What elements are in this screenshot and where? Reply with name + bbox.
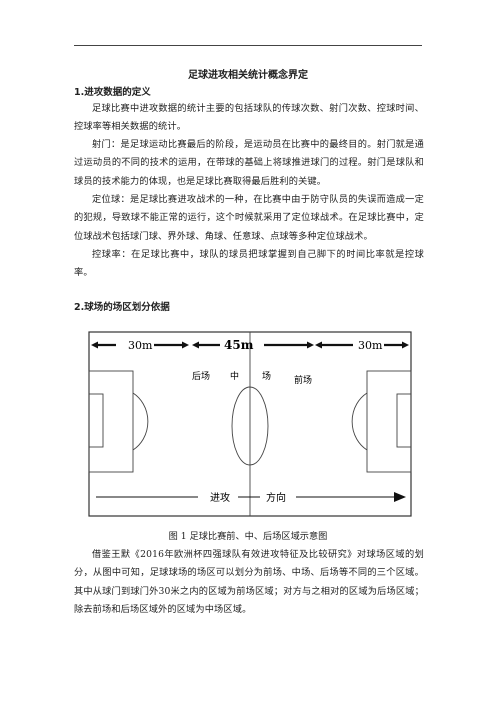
section-heading-2: 2.球场的场区划分依据 bbox=[74, 302, 170, 313]
paragraph-possession: 控球率：在足球比赛中，球队的球员把球掌握到自己脚下的时间比率就是控球率。 bbox=[74, 249, 424, 279]
paragraph-attack-data: 足球比赛中进攻数据的统计主要的包括球队的传球次数、射门次数、控球时间、控球率等相… bbox=[74, 103, 424, 133]
label-left-distance: 30m bbox=[128, 339, 153, 352]
label-mid-zone-a: 中 bbox=[230, 370, 239, 382]
paragraph-set-piece: 定位球：是足球比赛进攻战术的一种，在比赛中由于防守队员的失误而造成一定的犯规，导… bbox=[74, 194, 424, 242]
label-front-zone: 前场 bbox=[294, 374, 312, 386]
label-attack: 进攻 bbox=[210, 491, 230, 504]
header-rule bbox=[74, 45, 422, 46]
left-arrow-head bbox=[91, 341, 98, 349]
label-mid-distance: 45m bbox=[224, 338, 254, 352]
right-arrow-head bbox=[402, 341, 409, 349]
paragraph-shooting: 射门：是足球运动比赛最后的阶段，是运动员在比赛中的最终目的。射门就是通过运动员的… bbox=[74, 139, 424, 187]
section-heading-1: 1.进攻数据的定义 bbox=[74, 87, 151, 98]
label-back-zone: 后场 bbox=[192, 371, 210, 382]
left-penalty-arc bbox=[132, 392, 149, 451]
left-arrow-tail bbox=[182, 341, 189, 349]
right-goal-box bbox=[396, 393, 412, 448]
right-penalty-arc bbox=[351, 392, 368, 451]
left-goal-box bbox=[88, 393, 104, 448]
figure-caption: 图 1 足球比赛前、中、后场区域示意图 bbox=[168, 531, 328, 542]
mid-arrow-head-left bbox=[192, 341, 199, 349]
label-right-distance: 30m bbox=[358, 339, 383, 352]
right-arrow-tail bbox=[315, 341, 322, 349]
paragraph-zone-division: 借鉴王默《2016年欧洲杯四强球队有效进攻特征及比较研究》对球场区域的划分，从图… bbox=[74, 549, 424, 616]
attack-direction-arrowhead bbox=[394, 492, 406, 502]
mid-arrow-head-right bbox=[307, 341, 314, 349]
label-mid-zone-b: 场 bbox=[262, 371, 271, 382]
document-title: 足球进攻相关统计概念界定 bbox=[188, 70, 308, 81]
pitch-zone-diagram: 30m 45m 30m 后场 中 场 前场 进攻 方向 bbox=[88, 331, 412, 517]
center-circle bbox=[231, 386, 269, 466]
label-direction: 方向 bbox=[266, 491, 286, 504]
